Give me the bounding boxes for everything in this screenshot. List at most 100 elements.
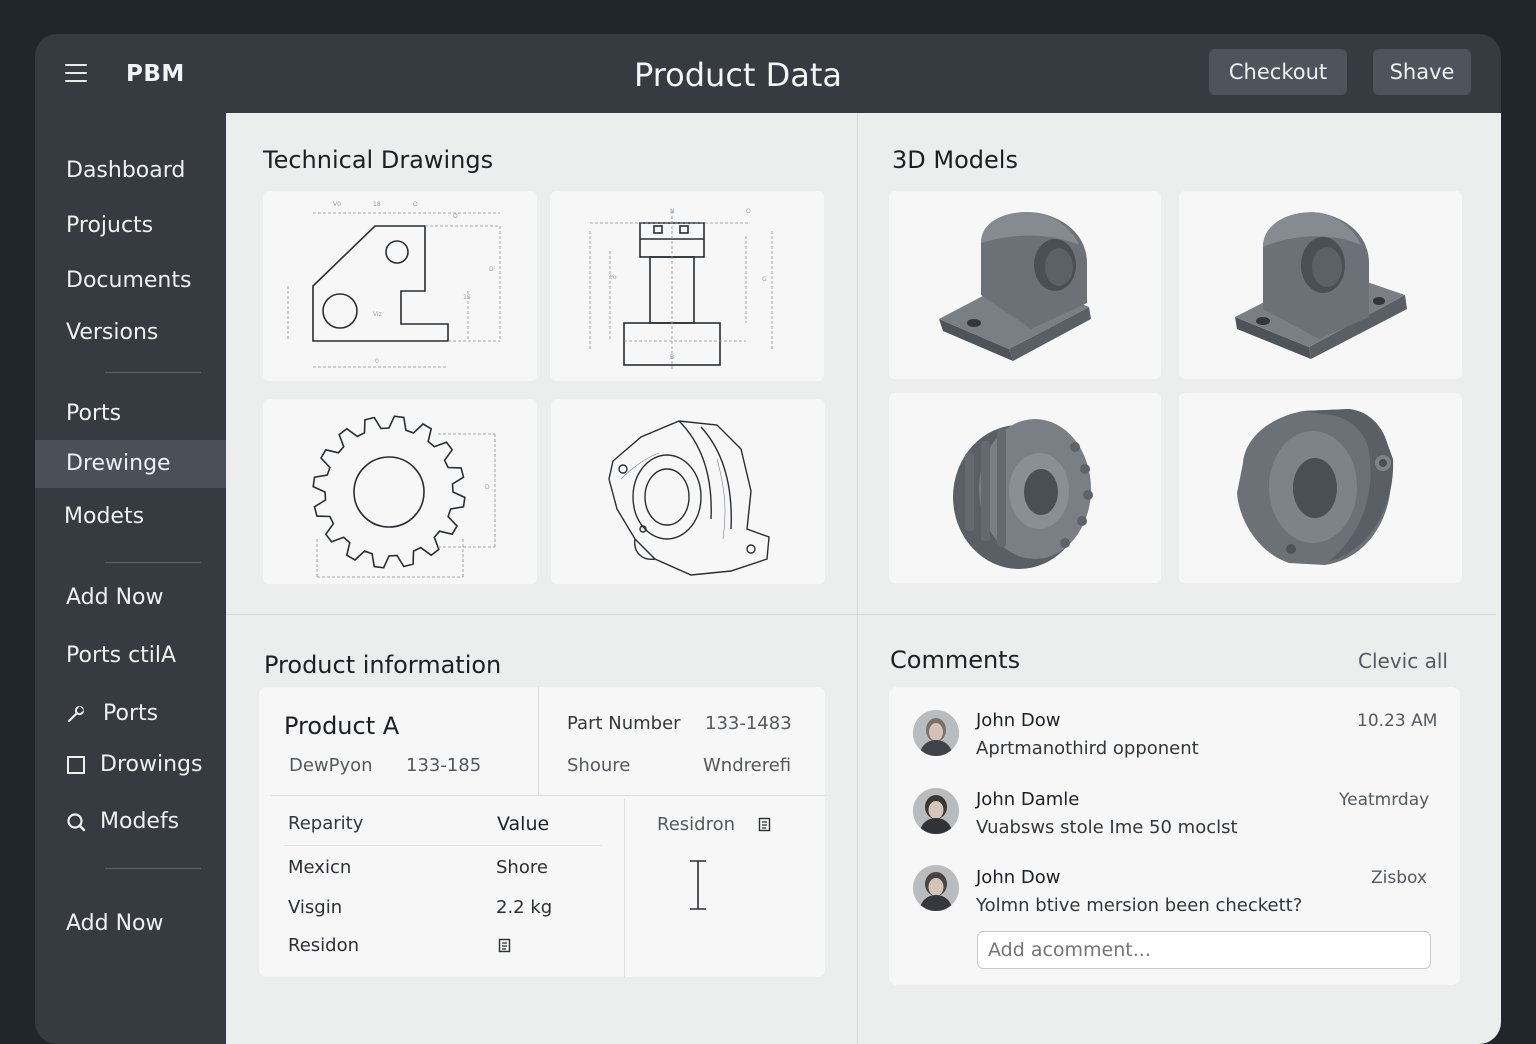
3d-models-title: 3D Models: [892, 146, 1018, 174]
info-divider-vertical: [538, 687, 539, 795]
shape-label: Shoure: [567, 755, 631, 776]
sidebar-item-add-now[interactable]: Add Now: [35, 574, 226, 622]
svg-text:N: N: [670, 208, 675, 215]
table-cell-property: Residon: [288, 935, 359, 956]
sidebar-item-label: Versions: [66, 320, 159, 345]
sidebar-item-label: Add Now: [66, 911, 164, 936]
svg-text:V0: V0: [333, 201, 341, 208]
drawing-thumbnail-gear[interactable]: D: [263, 399, 537, 584]
svg-text:Viz: Viz: [373, 311, 382, 318]
sidebar-item-label: Projucts: [66, 213, 154, 238]
pillow-block-model-icon: [939, 212, 1091, 361]
svg-text:B: B: [670, 354, 674, 361]
model-thumbnail-pillow-block[interactable]: [889, 191, 1161, 379]
revision-divider: [624, 799, 625, 977]
gear-drawing-icon: D: [312, 415, 496, 579]
part-number-label: Part Number: [567, 713, 681, 734]
hamburger-menu-icon[interactable]: [65, 64, 87, 82]
avatar: [913, 788, 959, 834]
document-icon[interactable]: [758, 817, 771, 832]
page-title: Product Data: [633, 56, 843, 94]
sidebar-item-ports-tool[interactable]: Ports: [35, 690, 226, 738]
wrench-icon: [67, 705, 85, 723]
product-information-card: Product A DewPyon 133-185 Part Number 13…: [259, 687, 825, 977]
sidebar-item-label: Add Now: [66, 585, 164, 610]
sidebar-item-label: Ports: [103, 701, 159, 726]
brand-logo: PBM: [126, 61, 185, 87]
column-divider: [857, 113, 858, 1044]
text-cursor-icon: [690, 860, 706, 910]
housing-model-icon: [1237, 409, 1394, 565]
description-value: 133-185: [406, 755, 482, 776]
avatar: [913, 710, 959, 756]
model-thumbnail-gear-hub[interactable]: [889, 393, 1161, 583]
comment-author: John Damle: [976, 789, 1080, 810]
document-icon[interactable]: [498, 938, 511, 953]
value-column-header: Value: [497, 813, 550, 835]
search-icon: [67, 813, 86, 832]
comment-author: John Dow: [976, 710, 1061, 731]
product-name: Product A: [284, 712, 400, 740]
bearing-block-model-icon: [1235, 212, 1407, 359]
square-icon: [67, 756, 85, 774]
sidebar-item-versions[interactable]: Versions: [35, 309, 226, 357]
comment-time: 10.23 AM: [1357, 711, 1438, 731]
info-divider-horizontal: [271, 795, 825, 796]
svg-text:0: 0: [375, 358, 379, 365]
top-bar: PBM Product Data Checkout Shave: [35, 34, 1501, 113]
drawing-thumbnail-housing[interactable]: [551, 399, 825, 584]
view-all-link[interactable]: Clevic all: [1358, 649, 1448, 673]
sidebar-item-label: Drowings: [100, 752, 203, 777]
add-comment-input[interactable]: [977, 931, 1431, 969]
sidebar-item-ports-ctila[interactable]: Ports ctilA: [35, 632, 226, 680]
share-button[interactable]: Shave: [1373, 49, 1471, 95]
sidebar-item-label: Ports ctilA: [66, 643, 177, 668]
comments-title: Comments: [890, 646, 1021, 674]
comment-text: Vuabsws stole Ime 50 moclst: [976, 817, 1238, 838]
sidebar-item-projects[interactable]: Projucts: [35, 202, 226, 250]
table-cell-property: Mexicn: [288, 857, 352, 878]
sidebar-item-drawings[interactable]: Drewinge: [35, 440, 226, 488]
shape-value: Wndrerefi: [703, 755, 792, 776]
table-cell-property: Visgin: [288, 897, 343, 918]
model-thumbnail-bearing-block[interactable]: [1179, 191, 1462, 379]
sidebar-item-label: Documents: [66, 268, 192, 293]
svg-text:D: D: [489, 266, 494, 273]
technical-drawings-title: Technical Drawings: [263, 146, 494, 174]
svg-text:D: D: [485, 484, 490, 491]
sidebar: Dashboard Projucts Documents Versions Po…: [35, 113, 226, 1044]
svg-text:18: 18: [373, 201, 381, 208]
sidebar-item-models[interactable]: Modets: [35, 493, 226, 541]
row-divider: [226, 614, 1496, 615]
sidebar-item-dashboard[interactable]: Dashboard: [35, 147, 226, 195]
sidebar-item-ports[interactable]: Ports: [35, 390, 226, 438]
sidebar-item-label: Drewinge: [66, 451, 171, 476]
sidebar-item-label: Modets: [64, 504, 145, 529]
sidebar-divider: [105, 372, 201, 373]
table-cell-value: Shore: [496, 857, 548, 878]
sidebar-item-documents[interactable]: Documents: [35, 257, 226, 305]
model-thumbnail-housing[interactable]: [1179, 393, 1462, 583]
table-header-divider: [284, 845, 602, 846]
revision-label: Residron: [657, 814, 736, 835]
part-number-value: 133-1483: [705, 713, 792, 734]
sidebar-item-drowings[interactable]: Drowings: [35, 741, 226, 789]
gear-hub-model-icon: [953, 419, 1093, 569]
sidebar-divider: [105, 868, 201, 869]
description-label: DewPyon: [289, 755, 373, 776]
sidebar-divider: [105, 562, 201, 563]
checkout-button[interactable]: Checkout: [1209, 49, 1347, 95]
svg-text:O: O: [453, 213, 458, 220]
svg-text:O: O: [413, 201, 418, 208]
housing-sketch-icon: [608, 420, 770, 576]
table-cell-value: 2.2 kg: [496, 897, 553, 918]
sidebar-item-add-now-2[interactable]: Add Now: [35, 900, 226, 948]
property-column-header: Reparity: [288, 813, 364, 834]
svg-text:Yo: Yo: [609, 274, 617, 281]
sidebar-item-modefs[interactable]: Modefs: [35, 798, 226, 846]
